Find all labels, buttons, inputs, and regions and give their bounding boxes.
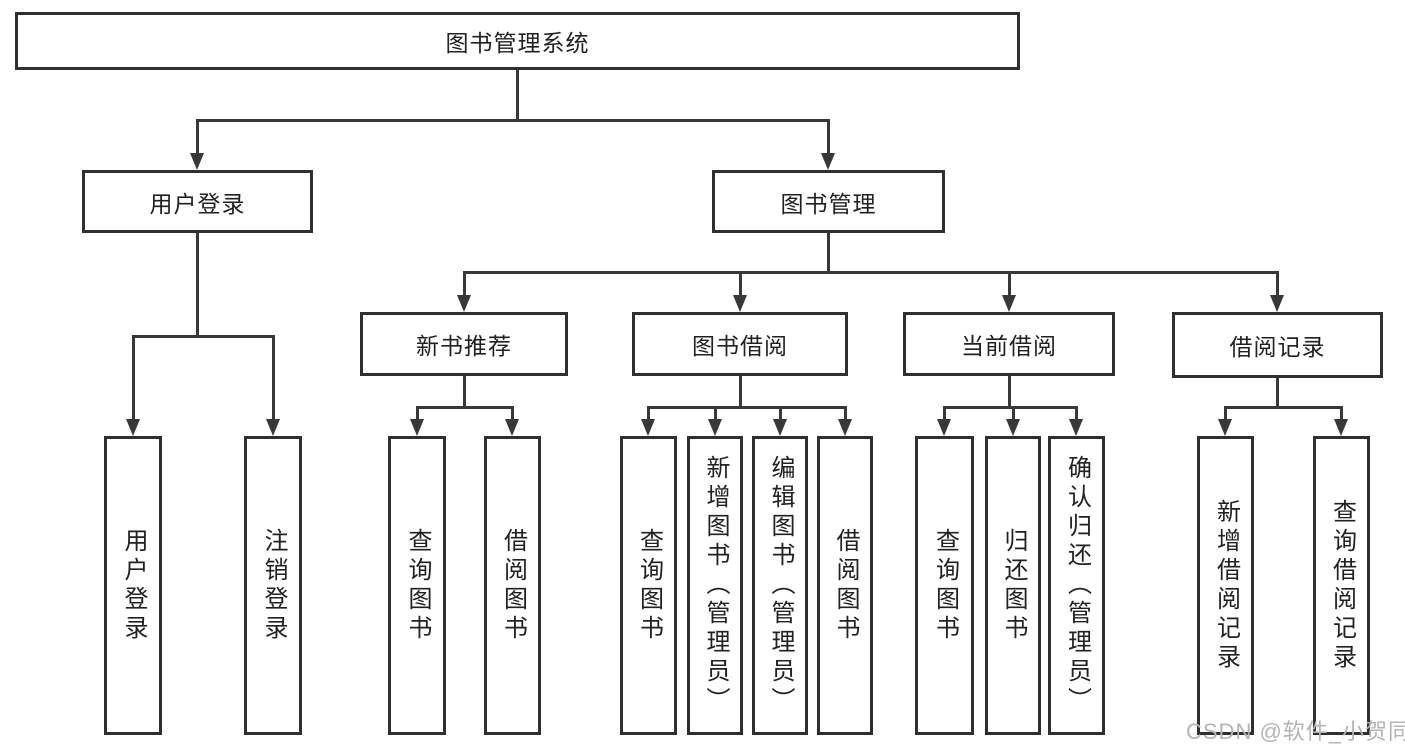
arrowhead [1006,419,1020,436]
connector [132,335,135,421]
connector [739,271,742,298]
connector [1340,406,1343,421]
leaf-query-books-current: 查询图书 [915,436,974,735]
node-book-management-label: 图书管理 [780,190,877,217]
leaf-add-borrow-record-label: 新增借阅记录 [1212,498,1240,673]
connector [463,376,466,406]
arrowhead [838,419,852,436]
arrowhead [266,419,280,436]
leaf-query-books-recommend-label: 查询图书 [404,527,431,644]
connector [844,406,847,421]
watermark: CSDN @软件_小贺同学 [1186,719,1405,744]
leaf-query-borrow-record: 查询借阅记录 [1313,436,1370,735]
leaf-add-borrow-record: 新增借阅记录 [1197,436,1254,735]
leaf-user-login-label: 用户登录 [120,527,147,644]
leaf-user-login: 用户登录 [104,436,162,735]
arrowhead [641,419,655,436]
leaf-add-books-admin: 新增图书（管理员） [687,436,743,735]
node-borrow-records: 借阅记录 [1172,312,1383,378]
arrowhead [733,295,747,312]
connector [1276,378,1279,406]
arrowhead [821,153,835,170]
connector [943,406,1078,409]
connector [779,406,782,421]
leaf-query-books-recommend: 查询图书 [388,436,446,735]
connector [827,119,830,156]
connector [196,119,830,122]
arrowhead [410,419,424,436]
connector [1276,271,1279,298]
leaf-edit-books-admin: 编辑图书（管理员） [752,436,808,735]
arrowhead [457,295,471,312]
node-book-management: 图书管理 [712,170,945,233]
connector [132,335,275,338]
arrowhead [190,153,204,170]
leaf-borrow-books: 借阅图书 [817,436,873,735]
connector [511,406,514,421]
connector [739,376,742,406]
arrowhead [1002,295,1016,312]
arrowhead [505,419,519,436]
connector [1075,406,1078,421]
leaf-add-books-admin-label: 新增图书（管理员） [702,455,729,716]
leaf-confirm-return-admin-label: 确认归还（管理员） [1063,455,1091,716]
arrowhead [773,419,787,436]
node-root: 图书管理系统 [15,12,1020,70]
leaf-query-books-borrow: 查询图书 [620,436,677,735]
connector [196,233,199,335]
node-new-book-recommend-label: 新书推荐 [416,333,512,359]
leaf-edit-books-admin-label: 编辑图书（管理员） [767,455,794,716]
leaf-confirm-return-admin: 确认归还（管理员） [1048,436,1105,735]
leaf-borrow-books-label: 借阅图书 [832,527,859,644]
connector [416,406,514,409]
connector [714,406,717,421]
node-current-borrow-label: 当前借阅 [961,333,1057,359]
connector [1008,271,1011,298]
connector [272,335,275,421]
connector [1224,406,1343,409]
leaf-borrow-books-recommend: 借阅图书 [484,436,541,735]
connector [416,406,419,421]
leaf-logout-label: 注销登录 [260,527,287,644]
node-current-borrow: 当前借阅 [903,312,1115,376]
leaf-borrow-books-recommend-label: 借阅图书 [499,527,527,644]
connector [463,271,466,298]
leaf-return-books-label: 归还图书 [1000,527,1027,644]
connector [516,69,519,120]
node-borrow-records-label: 借阅记录 [1229,334,1326,360]
connector [943,406,946,421]
connector [1012,406,1015,421]
connector [1008,376,1011,406]
connector [827,233,830,271]
node-user-login-label: 用户登录 [149,190,246,217]
leaf-query-borrow-record-label: 查询借阅记录 [1328,498,1356,673]
connector [647,406,650,421]
connector [647,406,847,409]
arrowhead [1069,419,1083,436]
arrowhead [1334,419,1348,436]
connector [196,119,199,156]
leaf-return-books: 归还图书 [985,436,1041,735]
arrowhead [1270,295,1284,312]
node-new-book-recommend: 新书推荐 [360,312,568,376]
arrowhead [1218,419,1232,436]
node-book-borrow: 图书借阅 [632,312,848,376]
node-root-label: 图书管理系统 [445,30,590,56]
arrowhead [708,419,722,436]
arrowhead [937,419,951,436]
leaf-logout: 注销登录 [244,436,302,735]
arrowhead [126,419,140,436]
node-book-borrow-label: 图书借阅 [692,333,788,359]
leaf-query-books-current-label: 查询图书 [931,527,959,644]
leaf-query-books-borrow-label: 查询图书 [635,527,663,644]
node-user-login: 用户登录 [82,170,313,233]
connector [1224,406,1227,421]
connector [463,271,1279,274]
